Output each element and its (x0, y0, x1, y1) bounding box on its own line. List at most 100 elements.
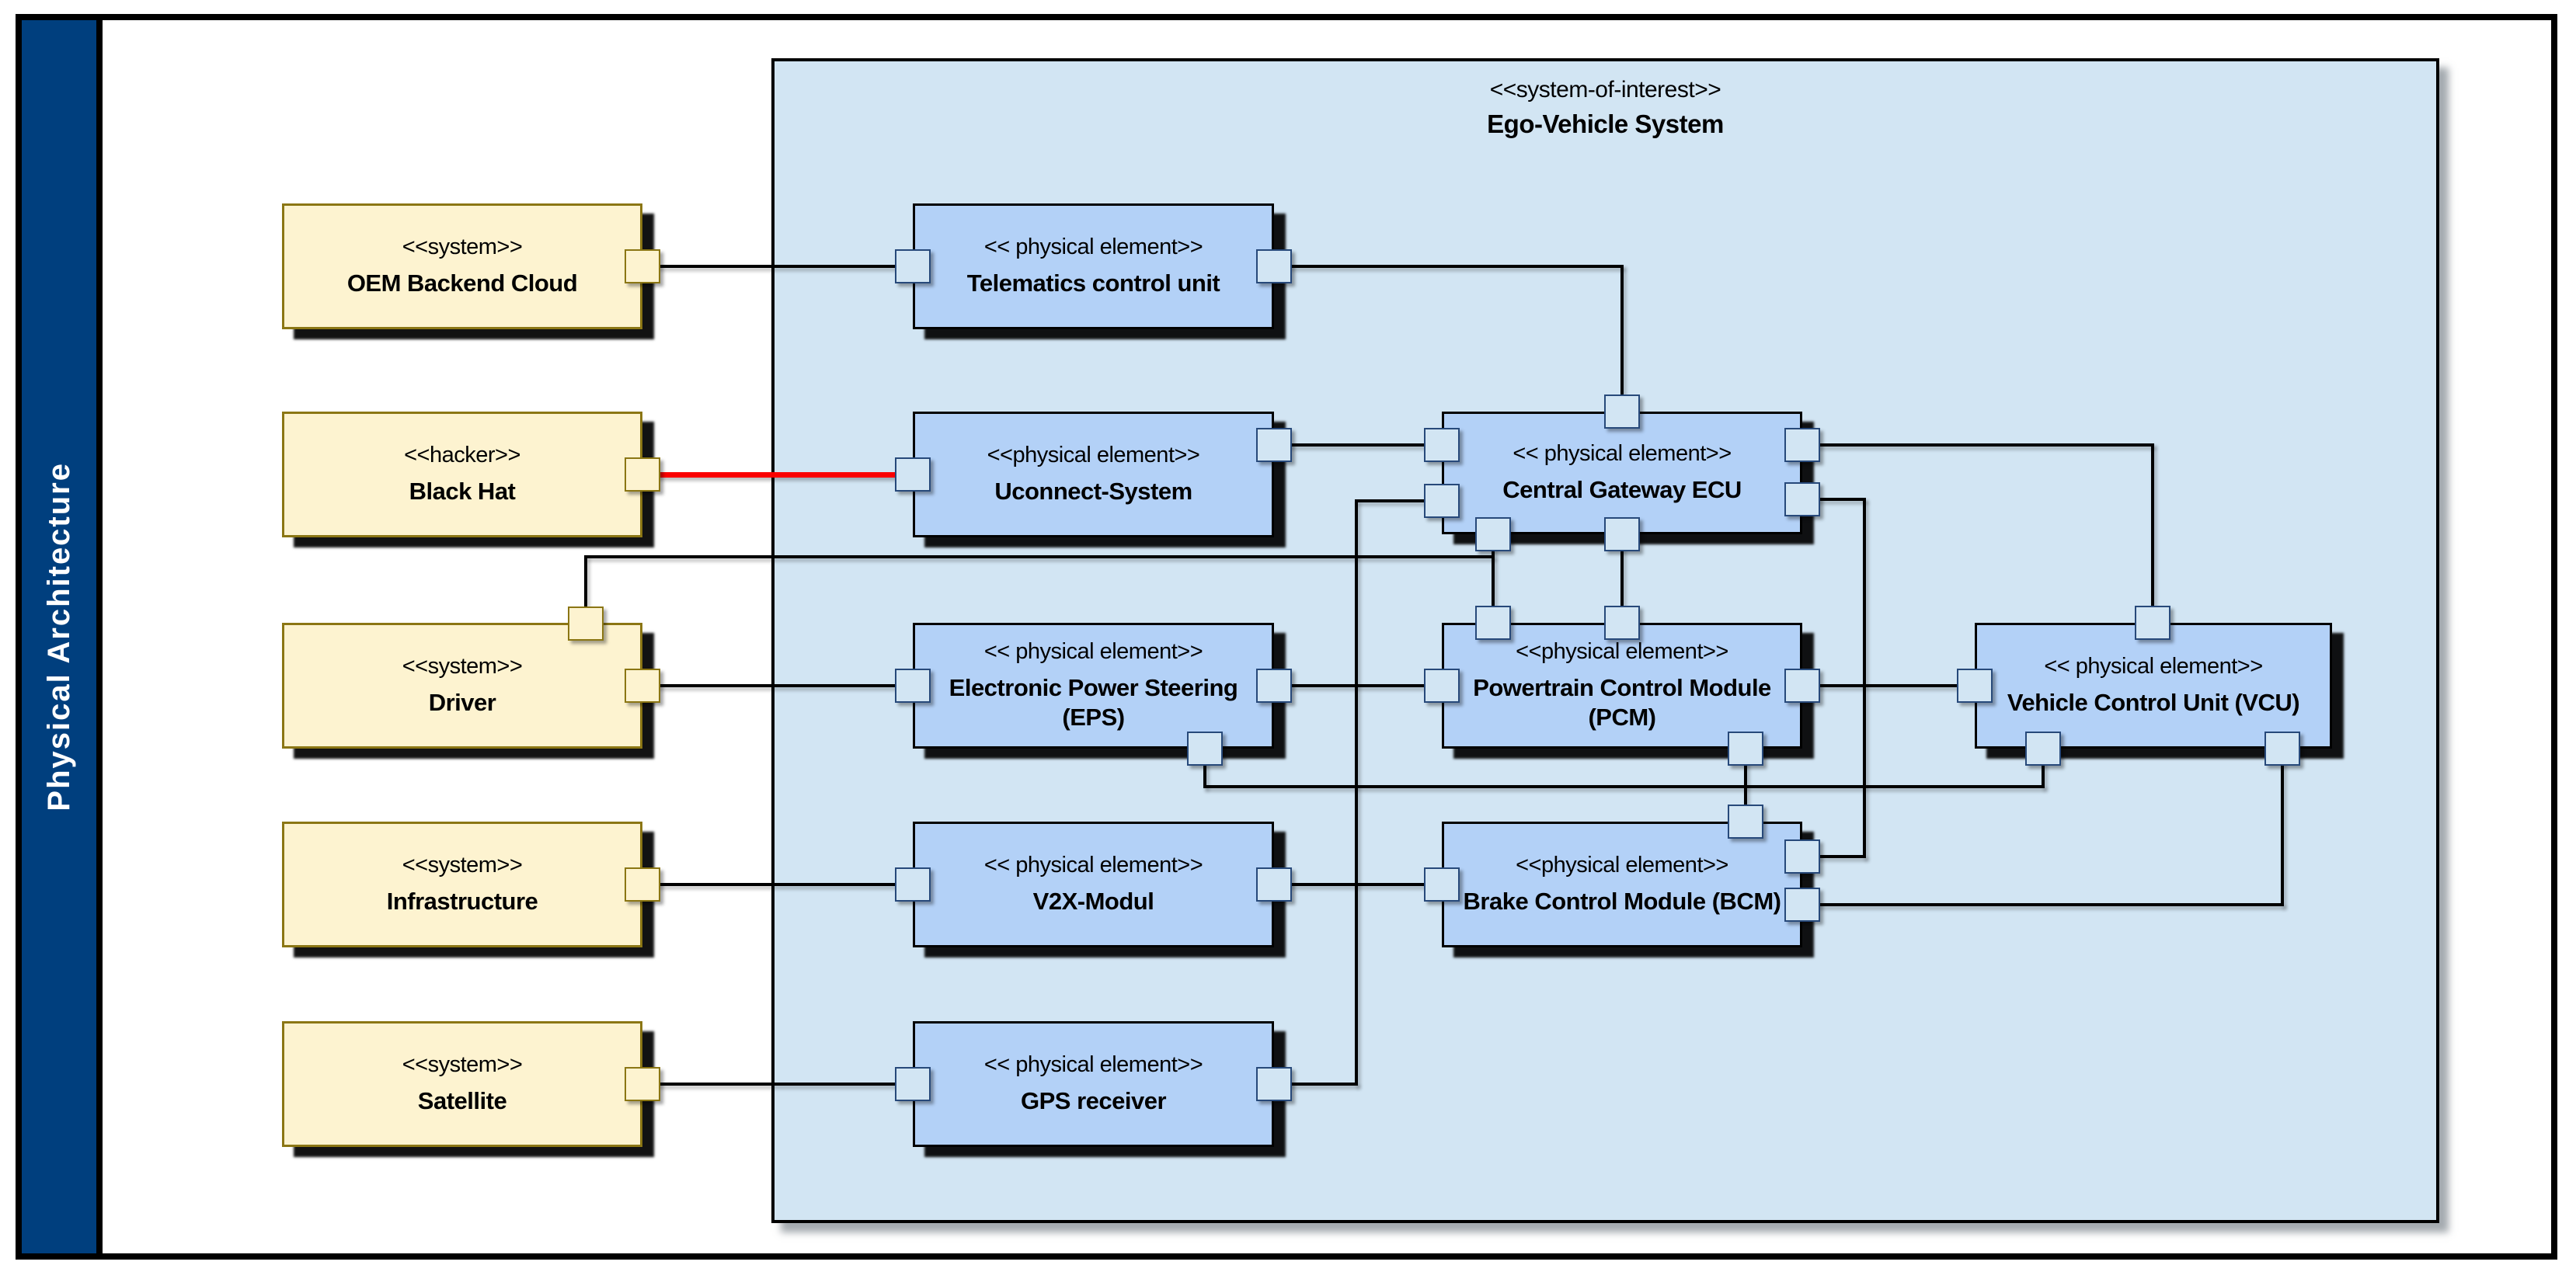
central-gateway-ecu-stereotype: << physical element>> (1513, 441, 1732, 467)
v2x-to-bcm-segment[interactable] (1272, 883, 1443, 886)
blackhat-to-uconnect-attack-segment[interactable] (639, 471, 916, 478)
eps-bottom-port[interactable] (1187, 732, 1223, 766)
driver-to-pcm-segment[interactable] (584, 555, 587, 625)
black-hat-stereotype: <<hacker>> (404, 443, 520, 468)
black-hat-right-port[interactable] (625, 457, 660, 492)
eps-right-port[interactable] (1256, 669, 1292, 703)
gps-receiver-box[interactable]: << physical element>>GPS receiver (913, 1021, 1274, 1147)
driver-to-eps-segment[interactable] (641, 684, 914, 687)
cgw-to-bcm-segment[interactable] (1801, 855, 1866, 858)
cgw-to-bcm-segment[interactable] (1801, 498, 1866, 501)
powertrain-control-module-stereotype: <<physical element>> (1516, 638, 1728, 664)
eps-to-vcu-segment[interactable] (2042, 747, 2045, 788)
vehicle-control-unit-box[interactable]: << physical element>>Vehicle Control Uni… (1975, 623, 2332, 749)
system-boundary-name: Ego-Vehicle System (1487, 109, 1724, 138)
gps-to-cgw-segment[interactable] (1355, 499, 1443, 502)
uconnect-left-port[interactable] (895, 457, 931, 492)
telematics-control-unit-name: Telematics control unit (966, 269, 1220, 297)
vcu-bottom-left-port[interactable] (2025, 732, 2061, 766)
cgw-left-upper-port[interactable] (1424, 428, 1460, 462)
vcu-left-port[interactable] (1957, 669, 1993, 703)
telematics-to-cgw-segment[interactable] (1620, 265, 1624, 413)
satellite-box[interactable]: <<system>>Satellite (282, 1021, 642, 1147)
cgw-bottom-left-port[interactable] (1475, 517, 1511, 551)
satellite-right-port[interactable] (625, 1067, 660, 1101)
infrastructure-box[interactable]: <<system>> Infrastructure (282, 822, 642, 947)
pcm-bottom-port[interactable] (1728, 732, 1763, 766)
driver-stereotype: <<system>> (402, 654, 523, 679)
infrastructure-name: Infrastructure (386, 888, 538, 916)
oem-backend-cloud-name: OEM Backend Cloud (346, 269, 578, 297)
cgw-top-port[interactable] (1604, 394, 1640, 429)
oem-to-telematics-segment[interactable] (641, 265, 914, 268)
electronic-power-steering-stereotype: << physical element>> (983, 638, 1203, 664)
bcm-right-lower-port[interactable] (1784, 888, 1820, 922)
v2x-modul-name: V2X-Modul (1032, 888, 1154, 916)
infrastructure-to-v2x-segment[interactable] (641, 883, 914, 886)
cgw-to-vcu-segment[interactable] (2151, 443, 2154, 624)
eps-to-vcu-segment[interactable] (1203, 785, 2045, 788)
driver-box[interactable]: <<system>> Driver (282, 623, 642, 749)
eps-left-port[interactable] (895, 669, 931, 703)
v2x-left-port[interactable] (895, 867, 931, 902)
oem-backend-cloud-stereotype: <<system>> (402, 235, 523, 260)
vcu-top-port[interactable] (2135, 606, 2170, 640)
driver-name: Driver (428, 689, 496, 717)
electronic-power-steering-name: (EPS) (1062, 704, 1125, 732)
gps-to-cgw-segment[interactable] (1272, 1083, 1358, 1086)
pcm-to-vcu-segment[interactable] (1801, 684, 1976, 687)
pcm-top-center-port[interactable] (1604, 606, 1640, 640)
driver-top-port[interactable] (568, 606, 604, 641)
gps-to-cgw-segment[interactable] (1355, 499, 1358, 1086)
cgw-to-vcu-segment[interactable] (1801, 443, 2154, 447)
bcm-left-port[interactable] (1424, 867, 1460, 902)
oem-backend-cloud-box[interactable]: <<system>> OEM Backend Cloud (282, 203, 642, 329)
driver-to-pcm-segment[interactable] (584, 555, 1495, 558)
bcm-to-vcu-segment[interactable] (2281, 747, 2284, 906)
cgw-to-pcm-center-segment[interactable] (1620, 533, 1624, 624)
eps-to-vcu-segment[interactable] (1203, 747, 1206, 788)
cgw-left-lower-port[interactable] (1424, 484, 1460, 518)
black-hat-box[interactable]: <<hacker>>Black Hat (282, 412, 642, 537)
pcm-top-left-port[interactable] (1475, 606, 1511, 640)
bcm-top-port[interactable] (1728, 805, 1763, 839)
pcm-right-port[interactable] (1784, 669, 1820, 703)
powertrain-control-module-box[interactable]: <<physical element>>Powertrain Control M… (1442, 623, 1802, 749)
eps-to-pcm-segment[interactable] (1272, 684, 1443, 687)
infrastructure-right-port[interactable] (625, 867, 660, 902)
bcm-to-vcu-segment[interactable] (1801, 903, 2284, 906)
v2x-right-port[interactable] (1256, 867, 1292, 902)
cgw-right-upper-port[interactable] (1784, 428, 1820, 462)
telematics-left-port[interactable] (895, 249, 931, 283)
satellite-to-gps-segment[interactable] (641, 1083, 914, 1086)
telematics-control-unit-box[interactable]: << physical element>>Telematics control … (913, 203, 1274, 329)
system-boundary-title: <<system-of-interest>> Ego-Vehicle Syste… (775, 77, 2436, 139)
telematics-right-port[interactable] (1256, 249, 1292, 283)
gps-left-port[interactable] (895, 1067, 931, 1101)
vcu-bottom-right-port[interactable] (2264, 732, 2300, 766)
uconnect-right-port[interactable] (1256, 428, 1292, 462)
uconnect-to-cgw-segment[interactable] (1272, 443, 1443, 447)
infrastructure-stereotype: <<system>> (402, 853, 523, 878)
pcm-left-port[interactable] (1424, 669, 1460, 703)
telematics-to-cgw-segment[interactable] (1272, 265, 1624, 268)
cgw-right-lower-port[interactable] (1784, 482, 1820, 516)
electronic-power-steering-box[interactable]: << physical element>> Electronic Power St… (913, 623, 1274, 749)
driver-right-port[interactable] (625, 669, 660, 703)
cgw-to-pcm-left-segment[interactable] (1492, 533, 1495, 624)
oem-right-port[interactable] (625, 249, 660, 283)
gps-right-port[interactable] (1256, 1067, 1292, 1101)
cgw-to-bcm-segment[interactable] (1863, 498, 1866, 858)
brake-control-module-box[interactable]: <<physical element>>Brake Control Module… (1442, 822, 1802, 947)
vehicle-control-unit-name: Vehicle Control Unit (VCU) (2007, 689, 2300, 717)
electronic-power-steering-name: Electronic Power Steering (949, 673, 1238, 701)
powertrain-control-module-name: (PCM) (1588, 704, 1656, 732)
uconnect-system-box[interactable]: <<physical element>>Uconnect-System (913, 412, 1274, 537)
central-gateway-ecu-box[interactable]: << physical element>>Central Gateway ECU (1442, 412, 1802, 534)
cgw-bottom-center-port[interactable] (1604, 517, 1640, 551)
v2x-modul-stereotype: << physical element>> (983, 853, 1203, 878)
bcm-right-upper-port[interactable] (1784, 839, 1820, 874)
v2x-modul-box[interactable]: << physical element>> V2X-Modul (913, 822, 1274, 947)
brake-control-module-name: Brake Control Module (BCM) (1463, 888, 1781, 916)
